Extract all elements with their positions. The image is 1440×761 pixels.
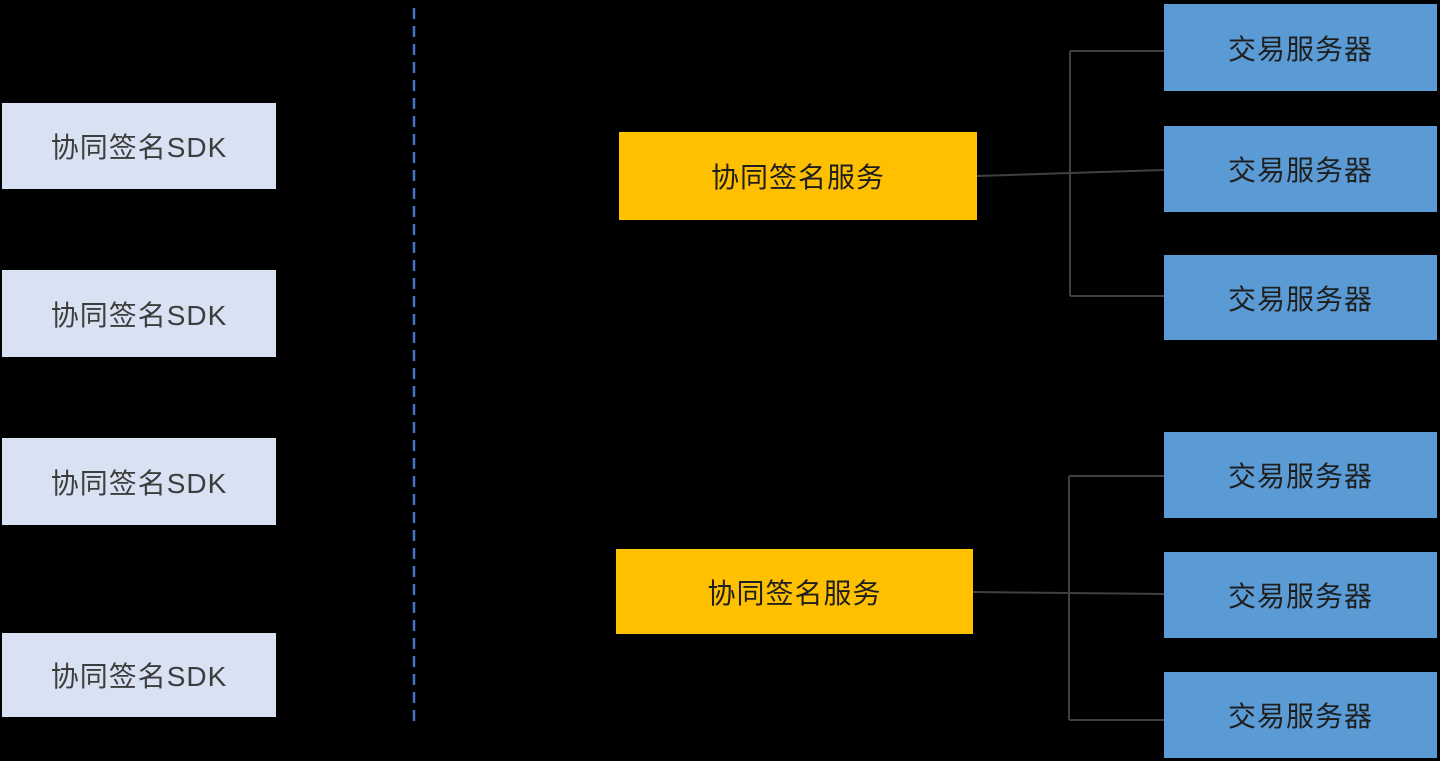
server-node: 交易服务器 [1164, 552, 1437, 638]
service-node: 协同签名服务 [619, 132, 977, 220]
service-node-label: 协同签名服务 [707, 577, 882, 609]
server-node-label: 交易服务器 [1227, 33, 1373, 65]
service-node: 协同签名服务 [616, 549, 973, 634]
sdk-node-label: 协同签名SDK [50, 132, 228, 163]
server-node-label: 交易服务器 [1227, 155, 1373, 186]
server-node: 交易服务器 [1164, 126, 1437, 212]
service-node-label: 协同签名服务 [710, 162, 885, 193]
sdk-node-label: 协同签名SDK [50, 299, 228, 331]
server-node: 交易服务器 [1164, 672, 1437, 758]
server-node: 交易服务器 [1164, 432, 1437, 518]
sdk-node-label: 协同签名SDK [50, 467, 228, 499]
server-node-label: 交易服务器 [1227, 581, 1373, 612]
server-node-label: 交易服务器 [1227, 461, 1373, 492]
server-node-label: 交易服务器 [1227, 701, 1373, 732]
sdk-node: 协同签名SDK [2, 438, 276, 525]
server-node: 交易服务器 [1164, 255, 1437, 340]
server-node: 交易服务器 [1164, 4, 1437, 91]
sdk-node: 协同签名SDK [2, 633, 276, 717]
server-node-label: 交易服务器 [1227, 283, 1373, 315]
sdk-node-label: 协同签名SDK [50, 661, 228, 692]
sdk-node: 协同签名SDK [2, 103, 276, 189]
sdk-node: 协同签名SDK [2, 270, 276, 357]
